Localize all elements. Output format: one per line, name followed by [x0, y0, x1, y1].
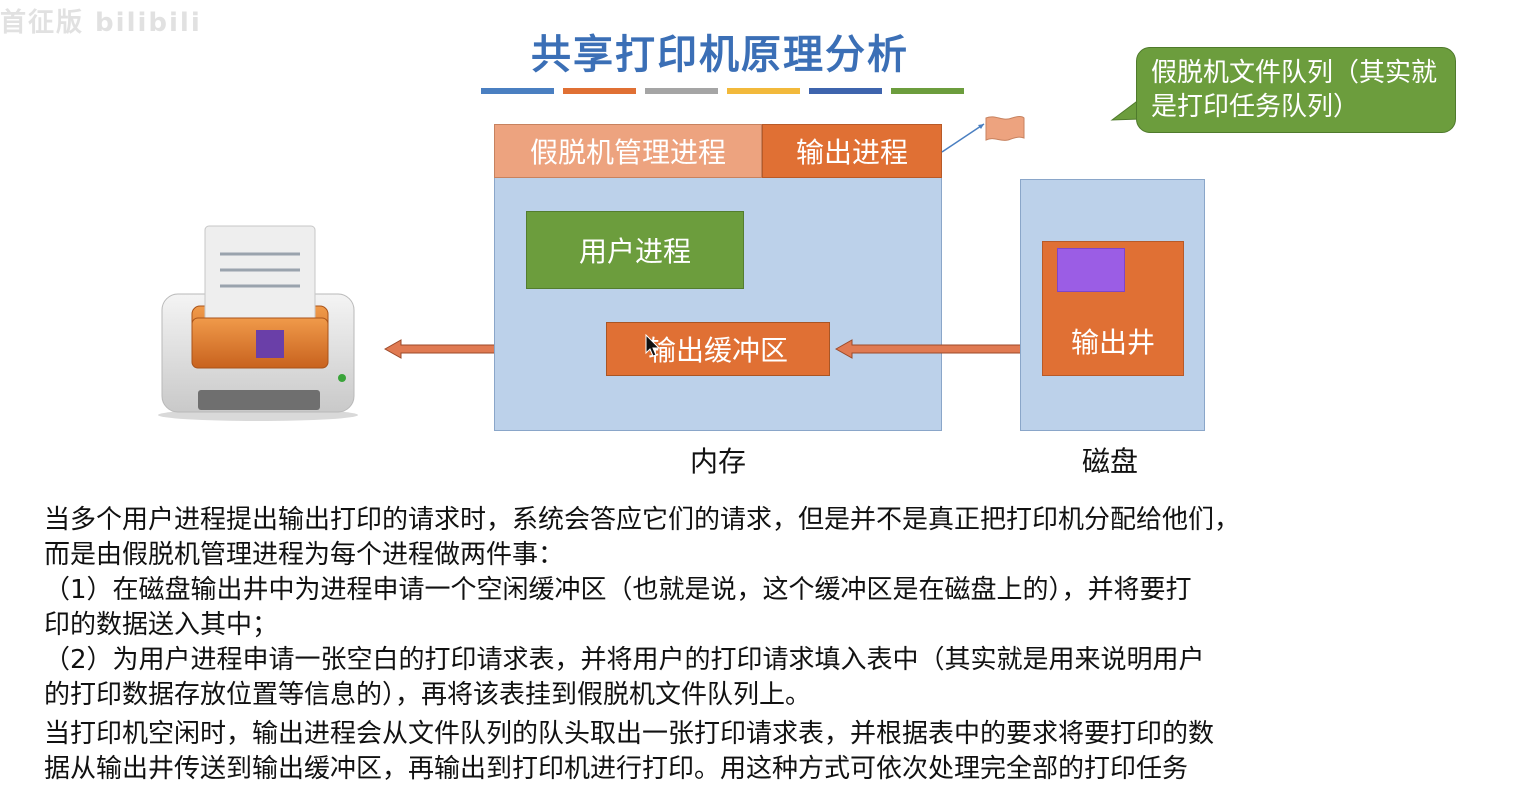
description-line: 当打印机空闲时，输出进程会从文件队列的队头取出一张打印请求表，并根据表中的要求将…: [44, 719, 1215, 749]
output-process: 输出进程: [762, 124, 942, 178]
spool-manager-process: 假脱机管理进程: [494, 124, 762, 178]
description-line: （2）为用户进程申请一张空白的打印请求表，并将用户的打印请求填入表中（其实就是用…: [44, 645, 1205, 675]
description: 当多个用户进程提出输出打印的请求时，系统会答应它们的请求，但是并不是真正把打印机…: [44, 503, 1484, 787]
flag-icon: [941, 116, 1025, 153]
description-line: 当多个用户进程提出输出打印的请求时，系统会答应它们的请求，但是并不是真正把打印机…: [44, 505, 1241, 535]
description-line: 印的数据送入其中；: [44, 610, 279, 640]
print-data-block: [1057, 248, 1125, 292]
title-underline-darkblue: [809, 88, 882, 94]
title-underline-green: [891, 88, 964, 94]
description-line: 的打印数据存放位置等信息的），再将该表挂到假脱机文件队列上。: [44, 680, 812, 710]
disk-caption: 磁盘: [1082, 445, 1139, 478]
description-line: （1）在磁盘输出井中为进程申请一个空闲缓冲区（也就是说，这个缓冲区是在磁盘上的）…: [44, 575, 1192, 605]
title-underline-yellow: [727, 88, 800, 94]
page-title: 共享打印机原理分析: [531, 32, 909, 78]
arrow-left-icon: [834, 339, 1033, 359]
user-process: 用户进程: [526, 211, 744, 289]
spool-queue-callout: 假脱机文件队列（其实就是打印任务队列）: [1136, 47, 1456, 133]
title-underline-orange: [563, 88, 636, 94]
description-line: 而是由假脱机管理进程为每个进程做两件事：: [44, 540, 565, 570]
cursor-icon: [645, 334, 661, 357]
title-underline-gray: [645, 88, 718, 94]
description-line: 据从输出井传送到输出缓冲区，再输出到打印机进行打印。用这种方式可依次处理完全部的…: [44, 754, 1189, 784]
printer-icon: [158, 225, 358, 421]
title-underline-blue: [481, 88, 554, 94]
output-buffer: 输出缓冲区: [606, 322, 830, 376]
memory-caption: 内存: [690, 445, 747, 478]
watermark: 首征版 bilibili: [0, 8, 202, 38]
